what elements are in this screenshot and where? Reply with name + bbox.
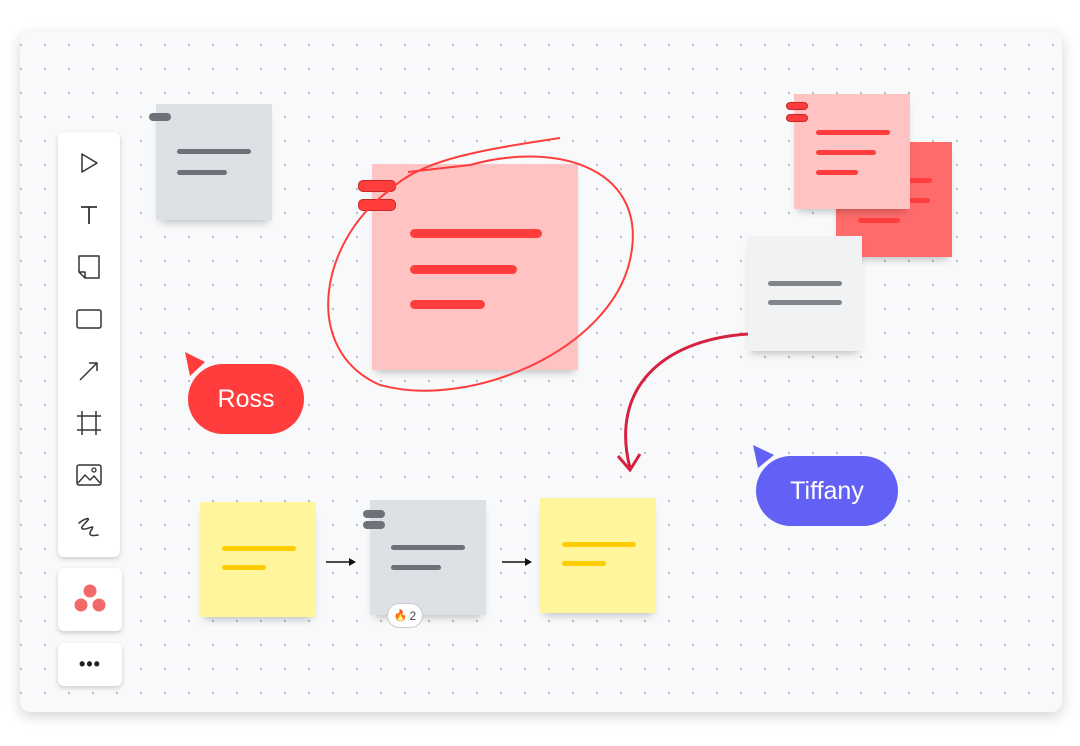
note-line bbox=[410, 300, 485, 309]
note-tag bbox=[786, 114, 808, 122]
arrow-icon bbox=[79, 362, 98, 381]
rectangle-icon bbox=[76, 309, 102, 329]
note-line bbox=[410, 229, 542, 238]
sticky-note-yellow[interactable] bbox=[200, 502, 316, 617]
reaction-badge[interactable]: 🔥 2 bbox=[387, 603, 423, 628]
note-line bbox=[562, 561, 606, 566]
tiffany-cursor-icon bbox=[753, 445, 774, 468]
frame-tool-button[interactable] bbox=[58, 403, 120, 443]
reaction-count: 2 bbox=[409, 608, 417, 623]
tiffany-cursor-label: Tiffany bbox=[756, 456, 898, 526]
note-line bbox=[768, 281, 842, 286]
note-line bbox=[890, 178, 932, 183]
note-line bbox=[391, 545, 465, 550]
note-line bbox=[816, 170, 858, 175]
asana-logo-icon bbox=[74, 584, 106, 612]
connector-tool-button[interactable] bbox=[58, 351, 120, 391]
note-line bbox=[768, 300, 842, 305]
note-tag bbox=[786, 102, 808, 110]
pointer-icon bbox=[81, 153, 98, 173]
note-line bbox=[410, 265, 517, 274]
note-line bbox=[222, 546, 296, 551]
frame-icon bbox=[77, 411, 101, 435]
ross-cursor-icon bbox=[185, 352, 205, 376]
select-tool-button[interactable] bbox=[58, 143, 120, 183]
note-line bbox=[562, 542, 636, 547]
note-line bbox=[222, 565, 266, 570]
note-tag bbox=[149, 113, 171, 121]
note-tag bbox=[363, 510, 385, 518]
sticky-note-tool-button[interactable] bbox=[58, 247, 120, 287]
pen-scribble-icon bbox=[78, 517, 99, 537]
image-icon bbox=[76, 464, 102, 486]
note-line bbox=[177, 149, 251, 154]
more-icon: ••• bbox=[79, 654, 101, 674]
sticky-note-gray[interactable] bbox=[156, 104, 272, 220]
more-tools-button[interactable]: ••• bbox=[58, 643, 122, 686]
tool-palette bbox=[58, 132, 120, 557]
image-tool-button[interactable] bbox=[58, 455, 120, 495]
sticky-note-light-gray[interactable] bbox=[747, 236, 862, 351]
sticky-note-icon bbox=[78, 255, 100, 279]
text-tool-button[interactable] bbox=[58, 195, 120, 235]
ross-cursor-label: Ross bbox=[188, 364, 304, 434]
note-line bbox=[858, 218, 900, 223]
freehand-circle-annotation bbox=[327, 137, 634, 392]
note-line bbox=[177, 170, 227, 175]
note-tag bbox=[363, 521, 385, 529]
note-line bbox=[391, 565, 441, 570]
text-icon bbox=[81, 206, 97, 224]
fire-icon: 🔥 bbox=[393, 610, 408, 622]
note-line bbox=[816, 150, 876, 155]
shape-tool-button[interactable] bbox=[58, 299, 120, 339]
note-line bbox=[816, 130, 890, 135]
sticky-note-gray[interactable] bbox=[370, 500, 486, 615]
pen-tool-button[interactable] bbox=[58, 507, 120, 547]
arrowhead-icon bbox=[616, 453, 642, 473]
sticky-note-yellow[interactable] bbox=[540, 498, 656, 613]
curved-connector-arrow bbox=[624, 332, 749, 469]
asana-button[interactable] bbox=[58, 568, 122, 631]
